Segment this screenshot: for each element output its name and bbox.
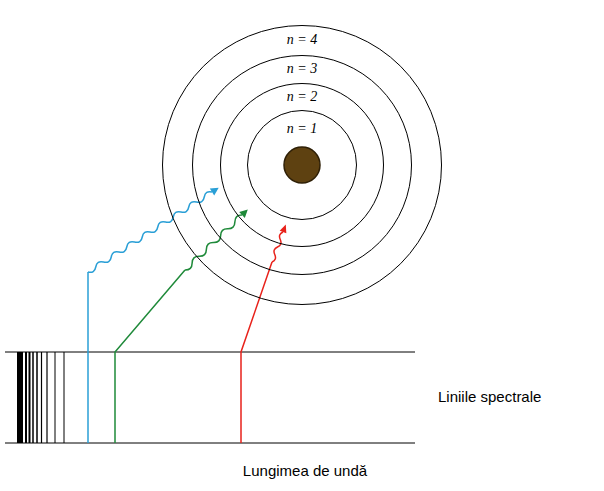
orbit-outline <box>220 83 384 247</box>
orbit-circle <box>248 111 357 220</box>
level-label: n = 2 <box>287 89 317 105</box>
orbit-circle <box>193 56 412 275</box>
orbit-outline <box>192 55 412 275</box>
nucleus <box>284 147 320 183</box>
energy-level-ring: n = 1 n = 2 n = 3 <box>192 55 412 275</box>
blue-transition <box>88 188 219 443</box>
energy-level-ring: n = 1 n = 2 <box>220 83 384 247</box>
orbit-circle <box>221 84 384 247</box>
energy-level-ring: n = 1 n = 2 n = 3 n = 4 <box>162 25 442 305</box>
level-label: n = 1 <box>287 121 317 137</box>
axis-caption: Lungimea de undă <box>243 462 367 480</box>
energy-level-ring: n = 1 <box>247 110 357 220</box>
spectrum-caption: Liniile spectrale <box>438 388 541 406</box>
red-transition <box>241 225 286 444</box>
orbit-circle <box>163 26 442 305</box>
level-label: n = 4 <box>287 32 317 48</box>
level-label: n = 3 <box>287 61 317 77</box>
spectrum-band <box>5 352 415 443</box>
green-transition <box>115 209 248 443</box>
